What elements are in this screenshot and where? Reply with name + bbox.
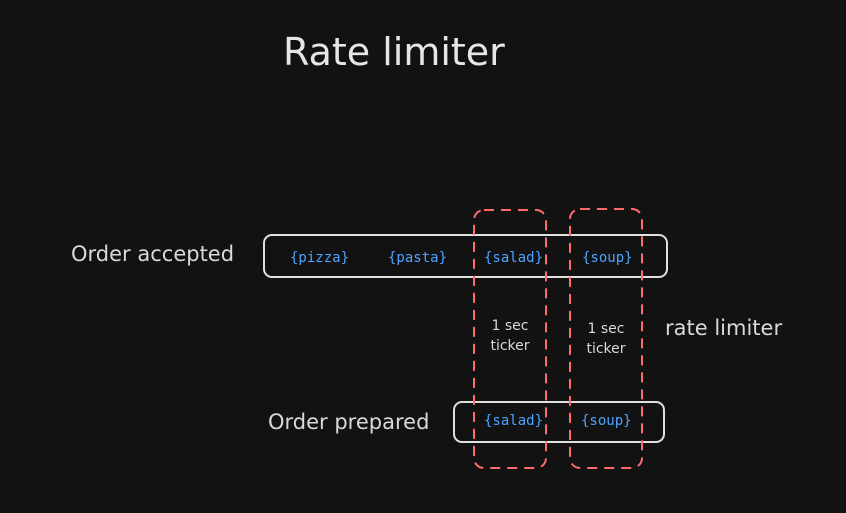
order-accepted-label: Order accepted	[71, 242, 235, 266]
ticker-line-2: ticker	[490, 338, 530, 354]
diagram-title: Rate limiter	[283, 30, 505, 74]
rate-limiter-label: rate limiter	[665, 316, 783, 340]
ticker-line-1: 1 sec	[491, 318, 529, 334]
order-accepted-queue-box	[263, 234, 668, 278]
order-prepared-queue-box	[453, 401, 665, 443]
ticker-line-1: 1 sec	[587, 321, 625, 337]
accepted-item: {pizza}	[290, 250, 350, 266]
prepared-item: {soup}	[581, 413, 632, 429]
accepted-item: {salad}	[484, 250, 544, 266]
ticker-label-2: 1 sec ticker	[576, 319, 636, 359]
rate-limiter-window-2	[569, 208, 643, 469]
ticker-label-1: 1 sec ticker	[480, 316, 540, 356]
accepted-item: {pasta}	[388, 250, 448, 266]
rate-limiter-window-1	[473, 209, 547, 469]
accepted-item: {soup}	[582, 250, 633, 266]
order-prepared-label: Order prepared	[268, 410, 430, 434]
prepared-item: {salad}	[484, 413, 544, 429]
ticker-line-2: ticker	[586, 341, 626, 357]
